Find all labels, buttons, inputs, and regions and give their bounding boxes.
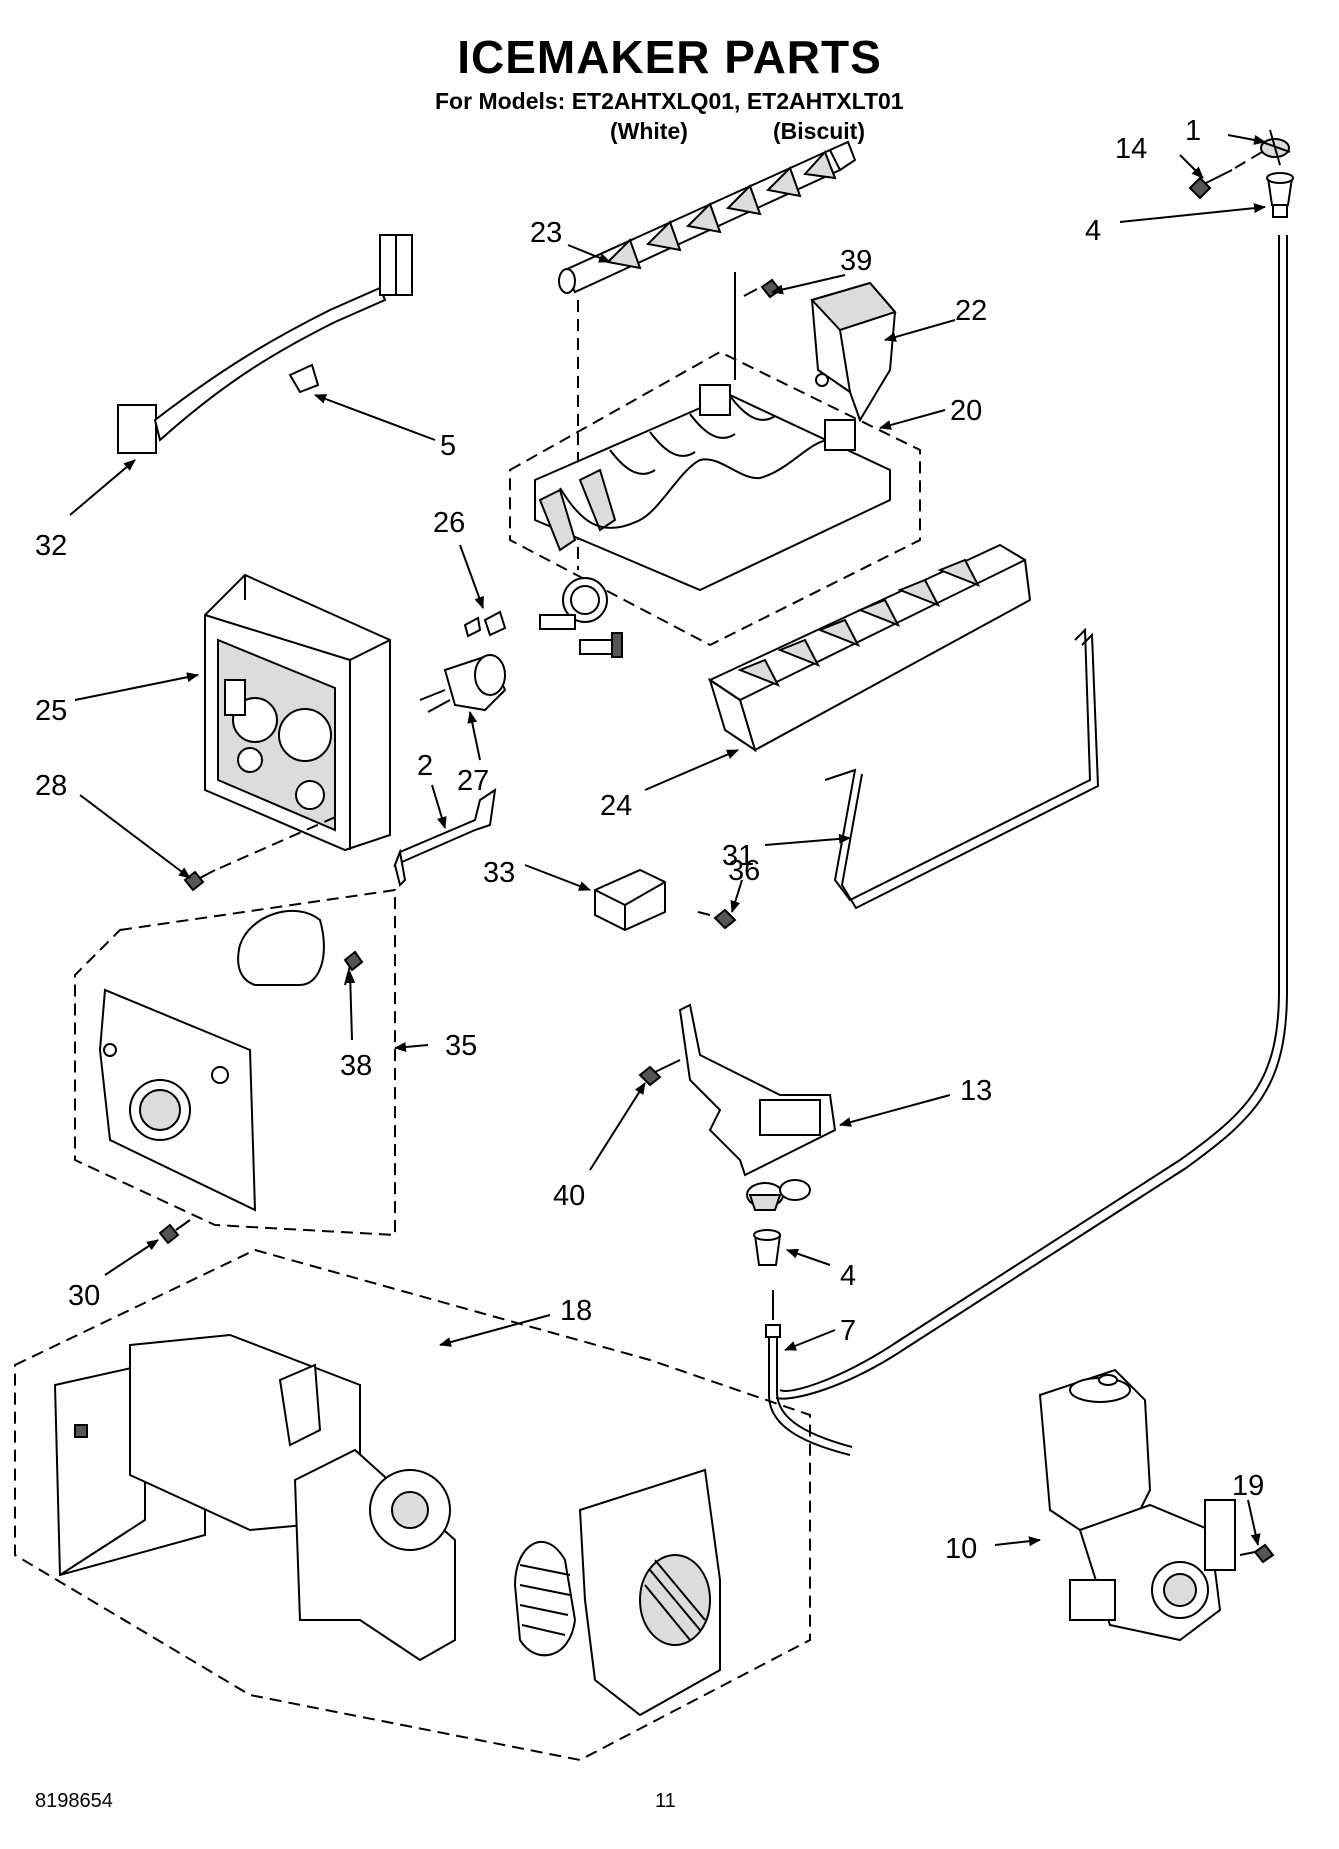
callout-38: 38 [340,1050,372,1082]
callout-13: 13 [960,1075,992,1107]
callout-4-top: 4 [1085,215,1101,247]
callout-10: 10 [945,1533,977,1565]
callout-23: 23 [530,217,562,249]
callout-36: 36 [728,855,760,887]
callout-32: 32 [35,530,67,562]
wire-harness-32 [117,234,413,454]
callout-2: 2 [417,750,433,782]
tube-clip-1 [1260,129,1291,166]
thermostat-27 [419,653,507,713]
color-label-biscuit: (Biscuit) [773,118,865,144]
fan-assembly-18 [14,1248,811,1762]
stripper-24 [707,543,1032,753]
control-housing-25 [204,573,391,852]
water-tube-short-7 [765,1324,853,1456]
callout-19: 19 [1232,1470,1264,1502]
bracket-2 [393,787,497,887]
screw-36 [697,908,737,930]
callout-31: 31 [722,840,754,872]
callout-27: 27 [457,765,489,797]
clip-26 [463,610,507,638]
callout-30: 30 [68,1280,100,1312]
screw-28 [183,814,341,892]
callout-24: 24 [600,790,632,822]
color-label-white: (White) [610,118,688,144]
callout-26: 26 [433,507,465,539]
callout-40: 40 [553,1180,585,1212]
cap-33 [594,868,666,932]
water-tube-long [775,235,1288,1400]
callout-18: 18 [560,1295,592,1327]
callout-25: 25 [35,695,67,727]
mold-20 [509,350,921,658]
screw-39 [734,272,782,380]
callout-28: 28 [35,770,67,802]
callout-1: 1 [1185,115,1201,147]
screw-14 [1188,151,1263,200]
callout-35: 35 [445,1030,477,1062]
callout-labels: 1 14 4 23 39 22 20 5 32 26 25 27 2 24 28… [35,115,1264,1565]
callout-7: 7 [840,1315,856,1347]
leader-lines [69,134,1266,1547]
tube-nut-4-lower [753,1229,782,1320]
water-valve-10 [1038,1368,1236,1642]
document-number: 8198654 [35,1790,113,1812]
bail-arm-31 [824,627,1100,910]
callout-33: 33 [483,857,515,889]
page-number: 11 [655,1790,676,1812]
page-title: ICEMAKER PARTS [457,31,882,83]
screw-40 [638,1059,681,1087]
ejector-23 [558,140,857,570]
callout-14: 14 [1115,133,1147,165]
callout-4-lower: 4 [840,1260,856,1292]
callout-5: 5 [440,430,456,462]
callout-39: 39 [840,245,872,277]
screw-38 [343,950,364,986]
callout-22: 22 [955,295,987,327]
callout-20: 20 [950,395,982,427]
motor-assembly-35 [74,888,396,1237]
models-subtitle: For Models: ET2AHTXLQ01, ET2AHTXLT01 [435,88,904,114]
screw-19 [1239,1543,1275,1564]
screw-30 [158,1219,191,1245]
tube-nut-4-top [1266,172,1294,218]
cover-22 [810,281,897,423]
valve-13 [678,1003,837,1211]
